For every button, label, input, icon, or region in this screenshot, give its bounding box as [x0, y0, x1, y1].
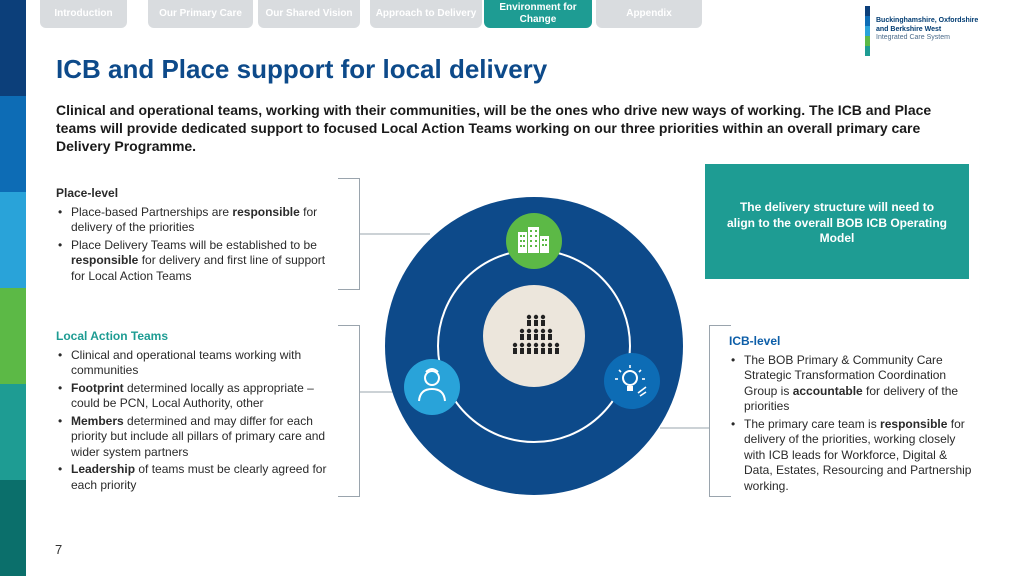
local-action-teams-block: Local Action Teams Clinical and operatio…: [56, 329, 336, 495]
tab-our-shared-vision[interactable]: Our Shared Vision: [258, 0, 360, 28]
list-item: The primary care team is responsible for…: [729, 417, 974, 495]
people-group-icon: [483, 285, 585, 387]
place-bracket: [338, 178, 360, 290]
tab-introduction[interactable]: Introduction: [40, 0, 127, 28]
local-bracket: [338, 325, 360, 497]
list-item: Footprint determined locally as appropri…: [56, 381, 336, 412]
lightbulb-icon: [604, 353, 660, 409]
list-item: Place-based Partnerships are responsible…: [56, 205, 336, 236]
person-icon: [404, 359, 460, 415]
logo-color-bar: [865, 6, 870, 56]
operating-model-callout: The delivery structure will need to alig…: [705, 164, 969, 279]
buildings-icon: [506, 213, 562, 269]
tab-environment-for-change[interactable]: Environment for Change: [484, 0, 592, 28]
logo-line-1: Buckinghamshire, Oxfordshire: [876, 17, 979, 24]
page-number: 7: [55, 542, 63, 557]
icb-level-heading: ICB-level: [729, 334, 781, 348]
list-item: The BOB Primary & Community Care Strateg…: [729, 353, 974, 415]
intro-paragraph: Clinical and operational teams, working …: [56, 102, 932, 154]
icb-bracket: [709, 325, 731, 497]
place-level-heading: Place-level: [56, 186, 119, 200]
list-item: Place Delivery Teams will be established…: [56, 238, 336, 285]
local-action-teams-heading: Local Action Teams: [56, 329, 169, 343]
logo-line-3: Integrated Care System: [876, 34, 950, 41]
tab-appendix[interactable]: Appendix: [596, 0, 702, 28]
place-level-block: Place-level Place-based Partnerships are…: [56, 186, 336, 286]
list-item: Members determined and may differ for ea…: [56, 414, 336, 461]
tab-our-primary-care[interactable]: Our Primary Care: [148, 0, 253, 28]
side-color-strip: [0, 0, 26, 576]
page-title: ICB and Place support for local delivery: [56, 54, 548, 84]
list-item: Clinical and operational teams working w…: [56, 348, 336, 379]
list-item: Leadership of teams must be clearly agre…: [56, 462, 336, 493]
tab-approach-to-delivery[interactable]: Approach to Delivery: [370, 0, 482, 28]
logo-line-2: and Berkshire West: [876, 25, 942, 33]
icb-level-block: ICB-level The BOB Primary & Community Ca…: [729, 334, 974, 496]
ics-logo: Buckinghamshire, Oxfordshire and Berkshi…: [865, 4, 985, 60]
